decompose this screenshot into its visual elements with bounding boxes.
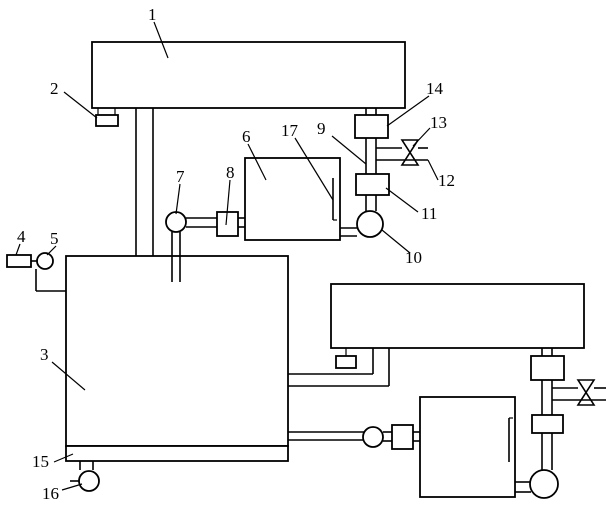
sensor-4 (6, 254, 32, 268)
box-right (419, 396, 516, 498)
label-17: 17 (281, 121, 299, 140)
sensor-2 (95, 114, 119, 127)
label-8: 8 (226, 163, 235, 182)
label-6: 6 (242, 127, 251, 146)
label-16: 16 (42, 484, 59, 503)
label-12: 12 (438, 171, 455, 190)
unit-14 (354, 114, 389, 139)
pump-16 (78, 470, 100, 492)
valve-13 (400, 139, 420, 166)
right-tank (330, 283, 585, 349)
label-5: 5 (50, 229, 59, 248)
pump-10 (356, 210, 384, 238)
label-15: 15 (32, 452, 49, 471)
label-4: 4 (17, 227, 26, 246)
unit-11 (355, 173, 390, 196)
label-13: 13 (430, 113, 447, 132)
label-10: 10 (405, 248, 422, 267)
label-1: 1 (148, 5, 157, 24)
label-2: 2 (50, 79, 59, 98)
upper-tank (91, 41, 406, 109)
pump-7 (165, 211, 187, 233)
box-6 (244, 157, 341, 241)
label-3: 3 (40, 345, 49, 364)
valve-8 (216, 211, 239, 237)
label-9: 9 (317, 119, 326, 138)
label-7: 7 (176, 167, 185, 186)
main-vessel (65, 255, 289, 447)
gauge-5 (36, 252, 54, 270)
base-15 (65, 445, 289, 462)
label-11: 11 (421, 204, 437, 223)
label-14: 14 (426, 79, 444, 98)
